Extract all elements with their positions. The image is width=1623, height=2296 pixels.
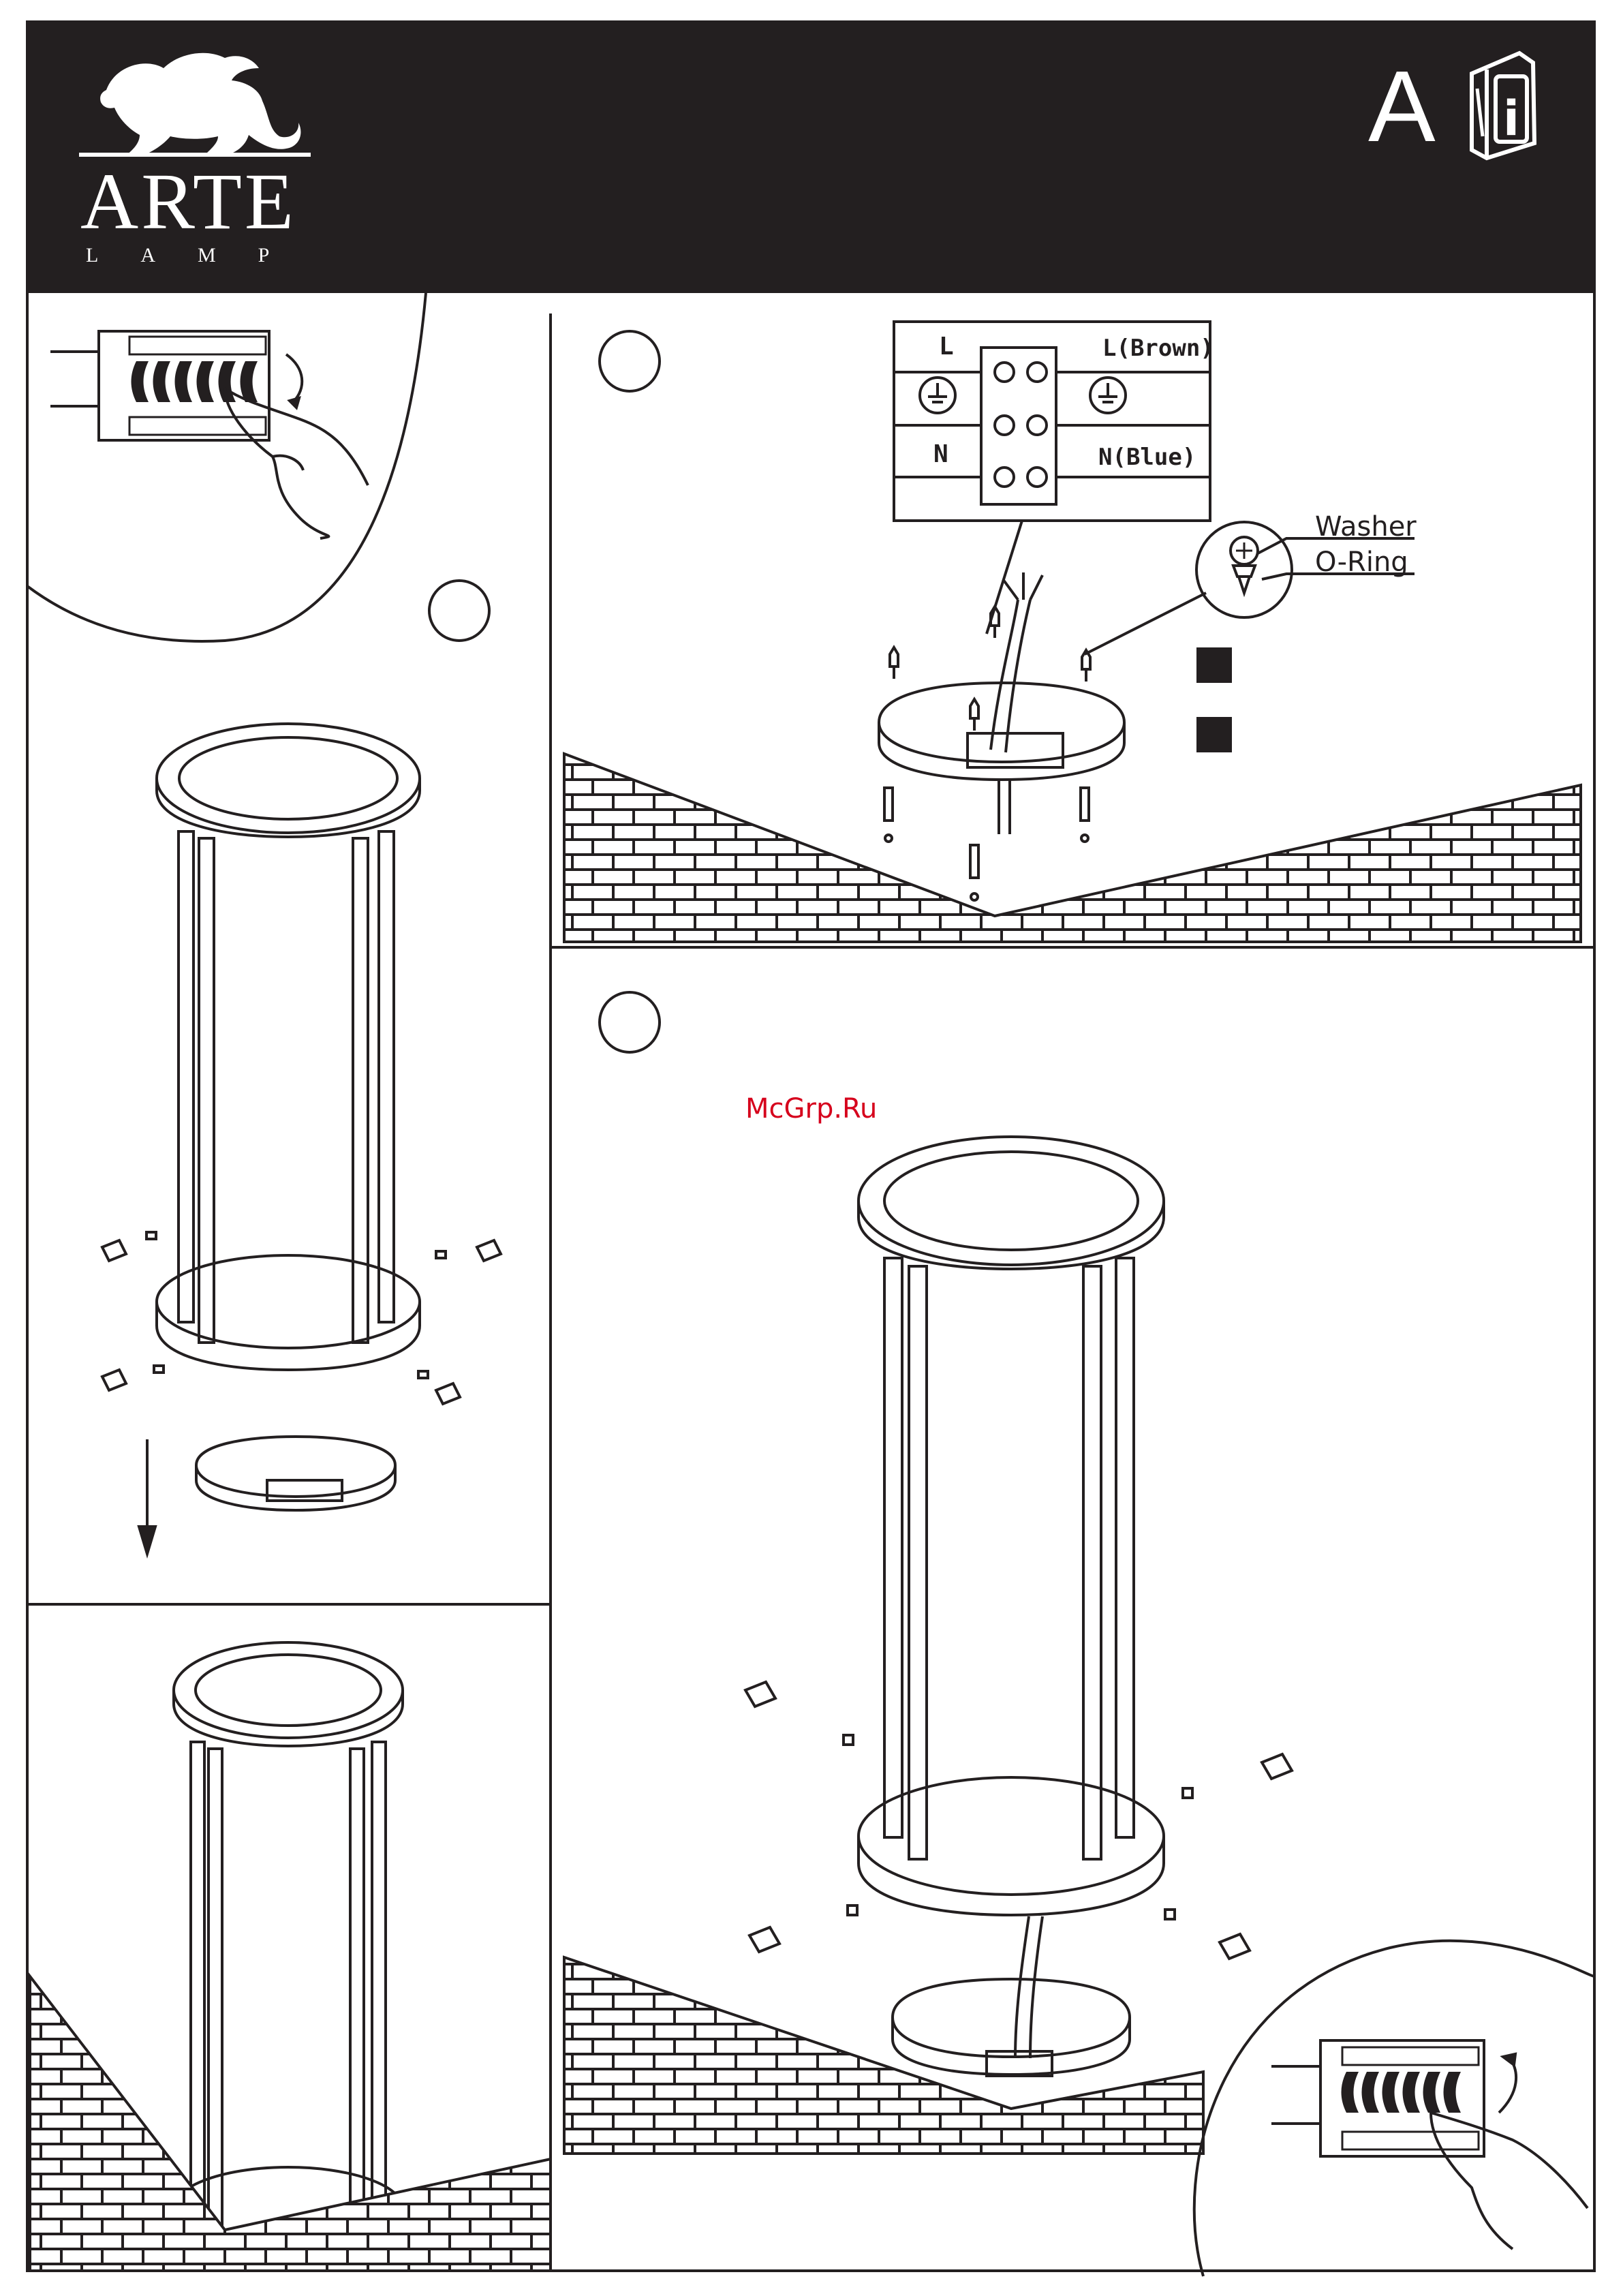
lamp-assembled-view xyxy=(174,1642,403,2264)
terminal-block-diagram xyxy=(894,322,1210,634)
terminal-label-bottom-right: N(Blue) xyxy=(1098,444,1196,471)
lamp-mounting-view xyxy=(745,1137,1292,2076)
manual-info-icon: i xyxy=(1472,53,1534,158)
wall-bricks-top xyxy=(564,754,1581,942)
oring-label: O-Ring xyxy=(1315,547,1408,578)
lamp-exploded-view xyxy=(102,724,501,1554)
legend-box-2 xyxy=(1196,717,1232,752)
zoom-detail-terminal-loosen xyxy=(27,293,426,641)
step-marker-left-top xyxy=(429,581,489,641)
step-marker-mount xyxy=(600,992,660,1052)
zoom-detail-terminal-tighten xyxy=(1194,1941,1594,2276)
brand-logo xyxy=(79,53,311,157)
washer-label: Washer xyxy=(1315,511,1417,542)
base-plate-with-cable xyxy=(879,572,1124,900)
step-marker-wiring xyxy=(600,331,660,391)
watermark-text: McGrp.Ru xyxy=(745,1093,877,1124)
wall-bricks-left xyxy=(30,1976,551,2271)
terminal-label-top-left: L xyxy=(939,333,954,361)
terminal-label-top-right: L(Brown) xyxy=(1102,335,1214,362)
panel-grid xyxy=(27,22,1594,2271)
svg-text:i: i xyxy=(1503,91,1519,147)
terminal-label-bottom-left: N xyxy=(933,440,948,468)
legend-box-1 xyxy=(1196,647,1232,683)
wall-bricks-bottom xyxy=(564,1957,1203,2154)
terminal-labels: L L(Brown) N N(Blue) xyxy=(933,333,1214,471)
